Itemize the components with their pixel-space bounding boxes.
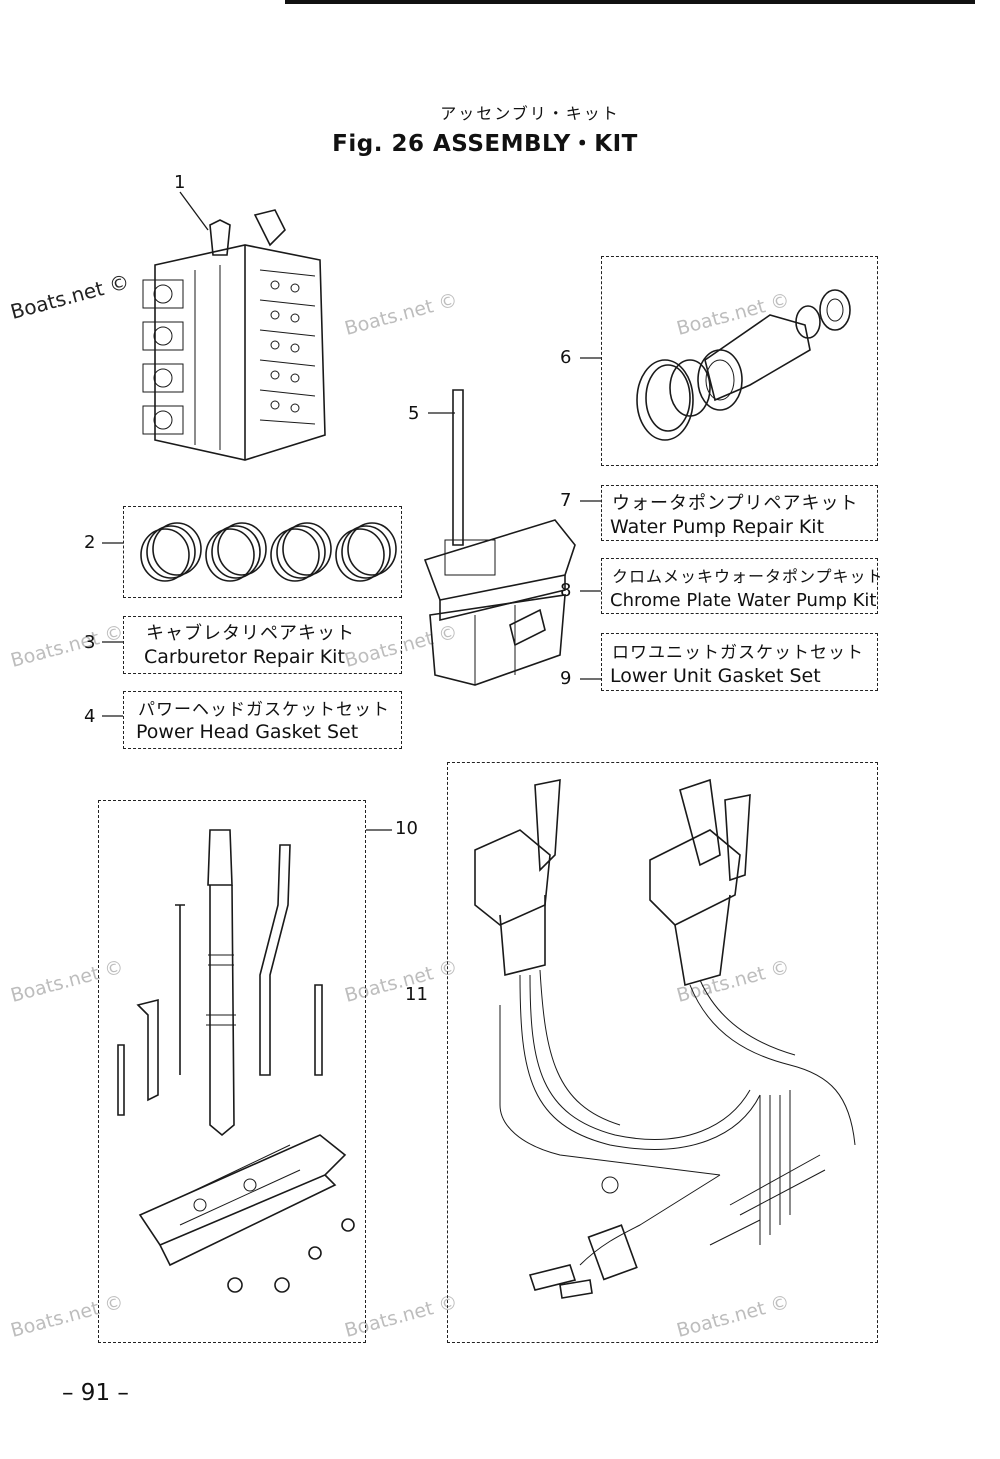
callout-3: 3 [84,632,96,653]
water-pump-parts-illustration [636,289,851,441]
callout-1: 1 [174,172,186,193]
lower-unit-gasket-parts-illustration [117,829,355,1293]
callout-4: 4 [84,706,96,727]
water-pump-kit-label: Water Pump Repair Kit [610,516,825,538]
chrome-pump-kit-box [601,558,878,614]
piston-ring-kit-box [123,506,402,598]
callout-2: 2 [84,532,96,553]
figure-title: Fig. 26 ASSEMBLY・KIT [332,131,638,157]
piston-rings-illustration [140,522,397,582]
water-pump-parts-box [601,256,878,466]
lower-unit-gasket-box [601,633,878,691]
water-pump-kit-label-jp: ウォータポンプリペアキット [612,493,859,514]
callout-6: 6 [560,347,572,368]
remote-control-illustration [474,778,856,1299]
lower-unit-gasket-label-jp: ロワユニットガスケットセット [612,643,864,663]
carburetor-kit-label-jp: キャブレタリペアキット [146,623,355,644]
water-pump-kit-box [601,485,878,541]
callout-11: 11 [405,984,428,1005]
carburetor-kit-box [123,616,402,674]
lower-unit-gasket-label: Lower Unit Gasket Set [610,665,821,687]
chrome-pump-kit-label-jp: クロムメッキウォータポンプキット [612,567,884,586]
power-head-gasket-label-jp: パワーヘッドガスケットセット [138,700,390,720]
callout-10: 10 [395,818,418,839]
power-head-gasket-label: Power Head Gasket Set [136,721,359,743]
title-japanese: アッセンブリ・キット [440,104,620,123]
page-number: – 91 – [62,1380,129,1406]
callout-5: 5 [408,403,420,424]
lower-unit-illustration [423,389,576,686]
callout-7: 7 [560,490,572,511]
top-border-line [285,0,975,4]
callout-9: 9 [560,668,572,689]
power-head-illustration [142,209,326,461]
power-head-gasket-box [123,691,402,749]
chrome-pump-kit-label: Chrome Plate Water Pump Kit [610,590,877,611]
remote-control-box [447,762,878,1343]
lower-unit-parts-box [98,800,366,1343]
carburetor-kit-label: Carburetor Repair Kit [144,646,345,668]
